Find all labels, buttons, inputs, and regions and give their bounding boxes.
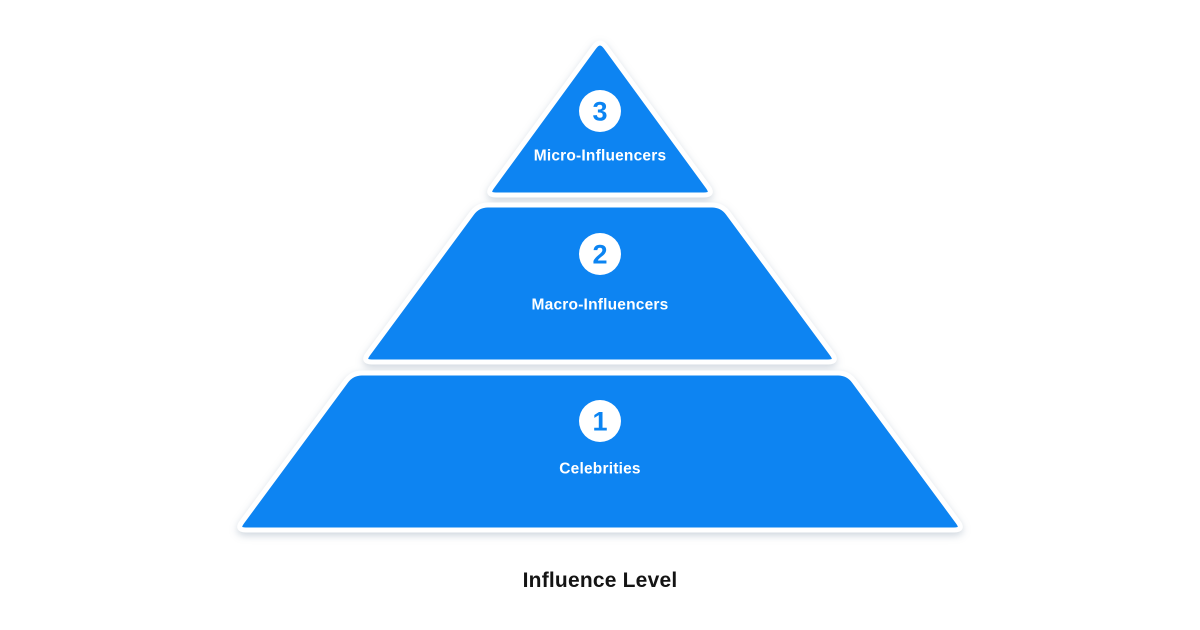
level-1-number: 1 — [592, 407, 607, 437]
diagram-title: Influence Level — [523, 569, 678, 592]
level-2-badge — [579, 233, 621, 275]
level-3-badge — [579, 90, 621, 132]
level-3-label: Micro-Influencers — [534, 148, 667, 165]
level-1-badge — [579, 400, 621, 442]
level-3-number: 3 — [592, 97, 607, 127]
level-2-number: 2 — [592, 240, 607, 270]
level-2-label: Macro-Influencers — [532, 297, 669, 314]
level-1-label: Celebrities — [559, 461, 640, 478]
pyramid-level-1-shape — [237, 370, 963, 533]
pyramid-level-2-shape — [363, 202, 837, 365]
